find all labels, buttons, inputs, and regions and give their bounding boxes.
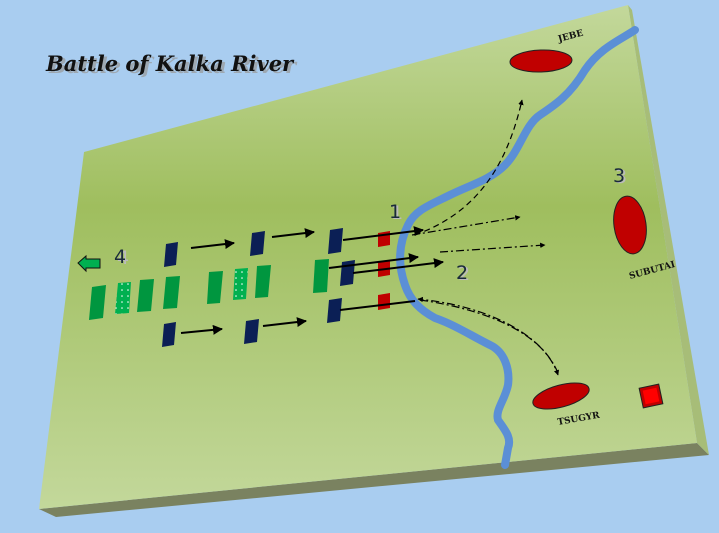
rus-blue-unit [164, 242, 178, 267]
jebe-unit [509, 49, 573, 73]
advance-arrows [180, 226, 444, 335]
red-square-icon [638, 383, 664, 409]
advance-arrow [271, 228, 315, 239]
svg-text:3: 3 [615, 166, 627, 188]
advance-arrow [190, 239, 235, 250]
svg-text:4: 4 [117, 247, 129, 269]
rus-green-unit [89, 285, 106, 320]
rus-green-units [89, 259, 329, 320]
rus-green-unit [163, 276, 180, 309]
map-title: Battle of Kalka River Battle of Kalka Ri… [45, 51, 298, 78]
advance-arrow [328, 253, 419, 269]
maneuver-arrows [411, 99, 560, 376]
tsugyr-arrow-head [419, 299, 560, 376]
marker-1: 1 1 [389, 201, 403, 224]
svg-text:2: 2 [456, 262, 468, 284]
rus-blue-unit [162, 322, 176, 347]
kalka-river [396, 26, 639, 469]
subutai-unit [613, 195, 647, 255]
advance-arrow [339, 300, 416, 311]
marker-2: 2 2 [456, 262, 470, 285]
rus-blue-unit [340, 260, 355, 286]
rus-green-unit [255, 265, 271, 298]
rus-blue-unit [327, 298, 342, 323]
board-top [39, 5, 697, 509]
rus-blue-unit [250, 231, 265, 256]
marker-4: 4 4 [114, 246, 129, 269]
advance-arrow [180, 324, 223, 335]
green-left-arrow-icon [77, 254, 101, 273]
board-side [39, 443, 709, 517]
svg-text:4: 4 [114, 246, 126, 268]
rus-green-unit [137, 279, 154, 312]
svg-text:1: 1 [389, 201, 401, 223]
svg-text:3: 3 [613, 165, 625, 187]
marker-3: 3 3 [613, 165, 627, 188]
title-text: Battle of Kalka River [45, 51, 295, 76]
rus-green-unit [207, 271, 223, 304]
mongol-vanguard-bottom [378, 293, 390, 310]
advance-arrow [352, 258, 444, 274]
feint-arrow-middle [439, 242, 546, 253]
rus-green-unit-dotted [233, 268, 248, 300]
svg-text:2: 2 [458, 263, 470, 285]
advance-arrow [262, 317, 307, 328]
rus-green-unit [313, 259, 329, 293]
rus-blue-unit [328, 228, 343, 254]
advance-arrow [342, 226, 424, 241]
svg-text:1: 1 [391, 202, 403, 224]
board-right-edge [628, 5, 709, 455]
jebe-flank-arrow [414, 99, 524, 236]
rus-blue-unit [244, 319, 259, 344]
rus-green-unit-dotted [115, 282, 131, 314]
tsugyr-unit [532, 382, 590, 410]
rus-blue-units [162, 228, 355, 347]
feint-arrow-upper [411, 215, 521, 236]
svg-text:Battle of Kalka River: Battle of Kalka River [48, 53, 298, 78]
